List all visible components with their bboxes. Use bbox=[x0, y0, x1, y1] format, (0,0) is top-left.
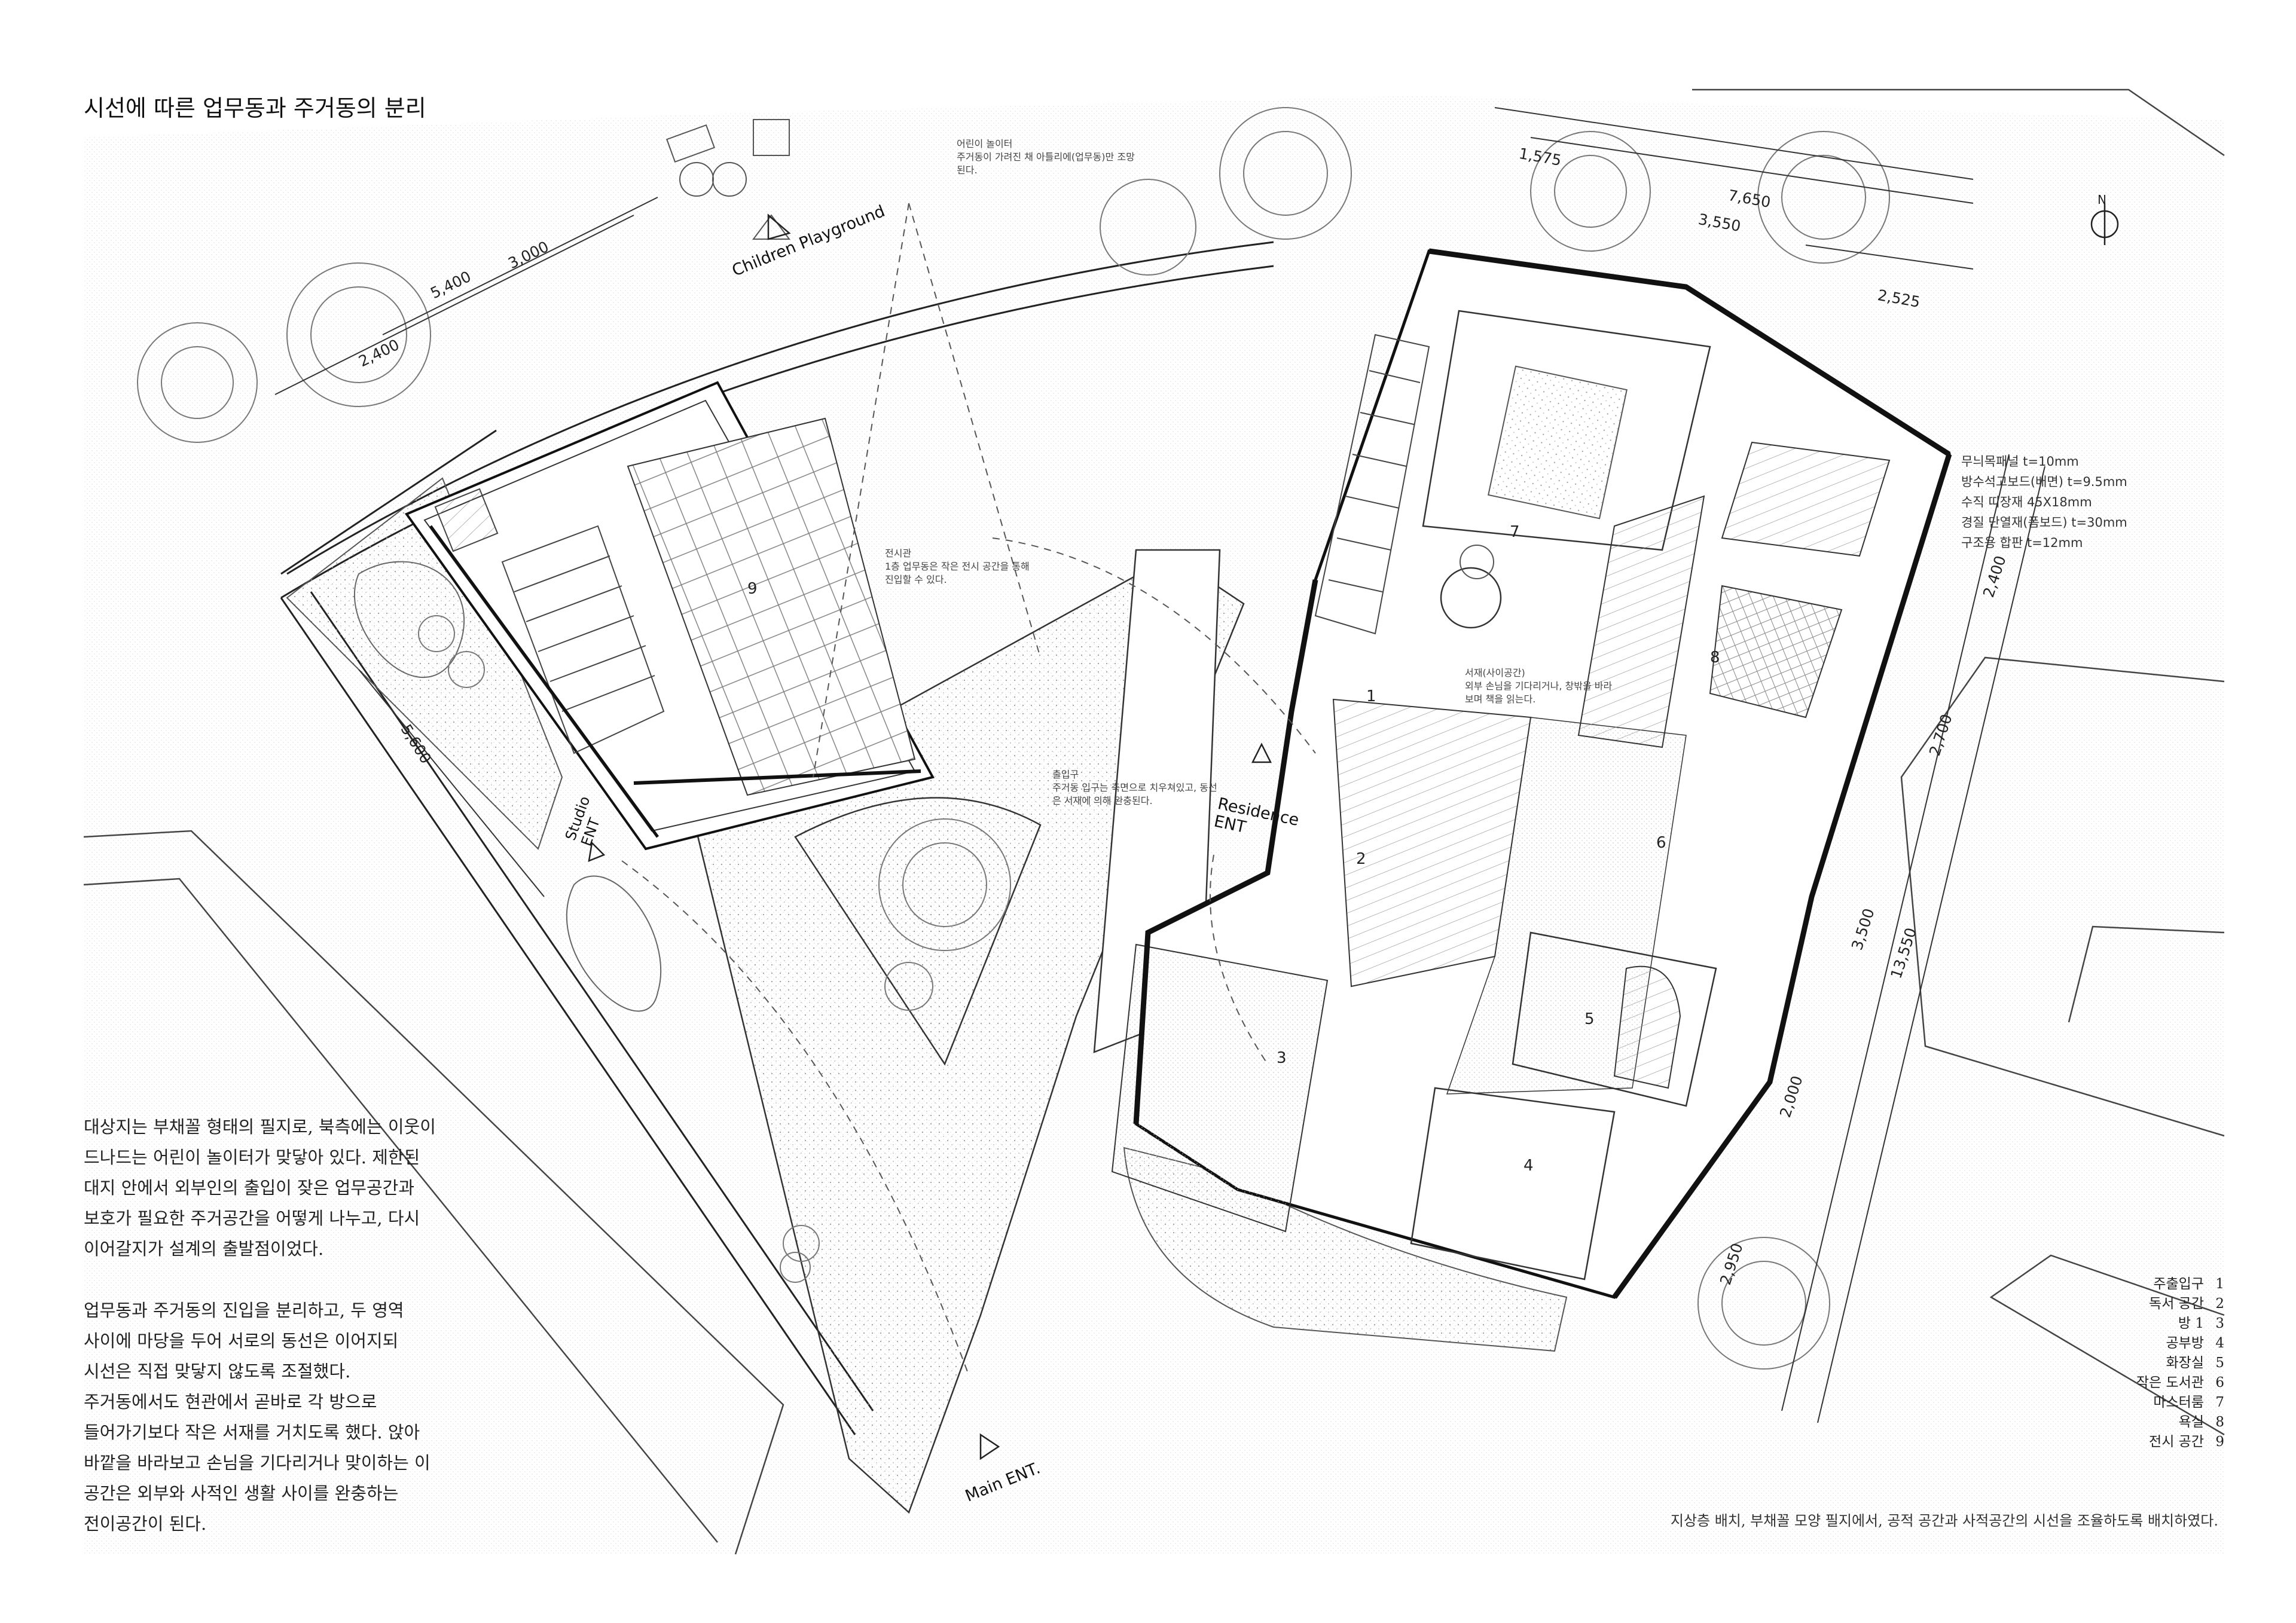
left-garden bbox=[286, 477, 661, 1012]
description-text: 대상지는 부채꼴 형태의 필지로, 북측에는 이웃이 드나드는 어린이 놀이터가… bbox=[84, 1112, 442, 1570]
note-title: 출입구 bbox=[1052, 769, 1079, 780]
room-number: 2 bbox=[1356, 850, 1366, 868]
material-item: 무늬목패널 t=10mm bbox=[1961, 454, 2079, 469]
material-spec-list: 무늬목패널 t=10mm 방수석고보드(배면) t=9.5mm 수직 띠장재 4… bbox=[1961, 451, 2127, 553]
note-playground: 어린이 놀이터 주거동이 가려진 채 아틀리에(업무동)만 조망된다. bbox=[957, 137, 1136, 177]
room-number: 9 bbox=[747, 580, 758, 598]
note-entrance: 출입구 주거동 입구는 측면으로 치우쳐있고, 동선은 서재에 의해 완충된다. bbox=[1052, 768, 1226, 808]
note-body: 1층 업무동은 작은 전시 공간을 통해 진입할 수 있다. bbox=[885, 561, 1030, 585]
room-number: 5 bbox=[1584, 1010, 1595, 1028]
plan-caption: 지상층 배치, 부채꼴 모양 필지에서, 공적 공간과 사적공간의 시선을 조율… bbox=[1670, 1512, 2218, 1529]
material-item: 경질 단열재(폼보드) t=30mm bbox=[1961, 515, 2127, 530]
residence-building bbox=[1111, 248, 1952, 1299]
room-number: 8 bbox=[1710, 649, 1720, 667]
note-body: 주거동이 가려진 채 아틀리에(업무동)만 조망된다. bbox=[957, 151, 1135, 176]
note-body: 외부 손님을 기다리거나, 창밖을 바라보며 책을 읽는다. bbox=[1465, 680, 1613, 705]
entrance-markers bbox=[588, 213, 1272, 1460]
room-number: 7 bbox=[1510, 523, 1520, 541]
sight-lines bbox=[621, 203, 1316, 1376]
room-number: 1 bbox=[1366, 687, 1376, 705]
site-boundary-lines bbox=[83, 88, 2225, 1555]
dimension-lines bbox=[274, 107, 2045, 1423]
studio-building bbox=[404, 381, 935, 851]
trees bbox=[137, 107, 1890, 1370]
central-garden-island bbox=[794, 797, 1042, 1066]
north-arrow bbox=[2090, 203, 2119, 245]
page-title: 시선에 따른 업무동과 주거동의 분리 bbox=[84, 95, 426, 121]
material-item: 방수석고보드(배면) t=9.5mm bbox=[1961, 475, 2127, 489]
room-number: 6 bbox=[1656, 834, 1666, 852]
material-item: 수직 띠장재 45X18mm bbox=[1961, 495, 2092, 509]
note-title: 어린이 놀이터 bbox=[957, 138, 1013, 149]
paragraph-2: 업무동과 주거동의 진입을 분리하고, 두 영역 사이에 마당을 두어 서로의 … bbox=[84, 1300, 430, 1534]
material-item: 구조용 합판 t=12mm bbox=[1961, 536, 2083, 550]
north-label: N bbox=[2097, 192, 2106, 207]
playground-elements bbox=[665, 119, 790, 240]
note-title: 전시관 bbox=[885, 548, 912, 559]
paragraph-1: 대상지는 부채꼴 형태의 필지로, 북측에는 이웃이 드나드는 어린이 놀이터가… bbox=[84, 1117, 436, 1259]
note-gallery: 전시관 1층 업무동은 작은 전시 공간을 통해 진입할 수 있다. bbox=[885, 547, 1040, 586]
note-study: 서재(사이공간) 외부 손님을 기다리거나, 창밖을 바라보며 책을 읽는다. bbox=[1465, 667, 1620, 706]
room-number: 4 bbox=[1523, 1157, 1534, 1175]
room-number: 3 bbox=[1277, 1049, 1287, 1067]
note-title: 서재(사이공간) bbox=[1465, 667, 1525, 678]
note-body: 주거동 입구는 측면으로 치우쳐있고, 동선은 서재에 의해 완충된다. bbox=[1052, 782, 1217, 806]
